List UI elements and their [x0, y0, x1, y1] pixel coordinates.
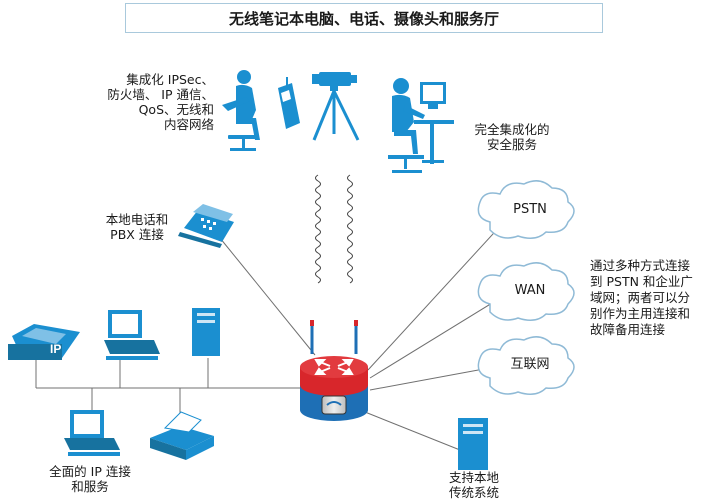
workstation-icon [64, 410, 120, 456]
wan-cloud [477, 262, 575, 321]
pstn-label: PSTN [513, 202, 547, 217]
ip-phone-icon: IP [8, 324, 80, 360]
desk-phone-icon [178, 204, 234, 248]
desktop-computer-icon [104, 310, 160, 360]
local-phone-pbx-label: 本地电话和 PBX 连接 [105, 212, 169, 242]
full-ip-services-label: 全面的 IP 连接 和服务 [49, 464, 131, 494]
internet-cloud [477, 336, 575, 395]
desktop-user-icon [388, 78, 454, 173]
pstn-link [367, 209, 516, 371]
diagram-title: 无线笔记本电脑、电话、摄像头和服务厅 [125, 3, 603, 33]
wan-link [369, 291, 511, 379]
ip-text-logo: IP [50, 342, 61, 356]
printer-icon [150, 411, 214, 460]
tripod-icon [312, 90, 360, 141]
wireless-signal [315, 174, 353, 284]
video-camera-icon [312, 72, 357, 91]
server-tower-icon [192, 308, 220, 356]
wan-label: WAN [514, 283, 546, 298]
security-services-label: 完全集成化的 安全服务 [474, 122, 550, 152]
connection-lines [35, 209, 516, 451]
pstn-cloud [477, 180, 575, 239]
integrated-features-label: 集成化 IPSec、 防火墙、 IP 通信、 QoS、无线和 内容网络 [107, 72, 214, 132]
legacy-link [359, 409, 461, 451]
legacy-server-icon [458, 418, 488, 470]
router-icon [300, 320, 368, 421]
laptop-user-icon [222, 70, 260, 151]
mobile-phone-icon [278, 77, 300, 129]
phone-link [219, 237, 316, 356]
multi-connection-note: 通过多种方式连接 到 PSTN 和企业广 域网；两者可以分 别作为主用连接和 故… [590, 258, 693, 337]
internet-label: 互联网 [510, 357, 550, 372]
legacy-systems-label: 支持本地 传统系统 [448, 470, 499, 500]
